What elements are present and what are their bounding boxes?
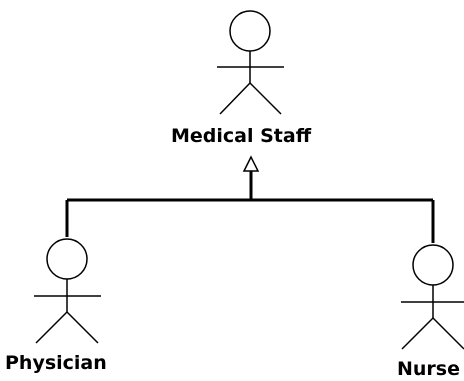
generalization-connector <box>65 155 435 243</box>
actor-left-leg <box>219 82 251 115</box>
actor-right-leg <box>432 317 464 350</box>
actor-medical-staff <box>217 10 284 115</box>
generalization-arrowhead <box>242 155 260 172</box>
actor-head <box>46 238 88 280</box>
actor-head <box>229 10 271 52</box>
actor-physician <box>34 238 101 344</box>
actor-label-physician: Physician <box>5 352 107 374</box>
actor-right-leg <box>249 82 282 115</box>
actor-left-leg <box>401 317 434 350</box>
actor-left-leg <box>35 311 68 344</box>
actor-nurse <box>401 244 464 350</box>
actor-right-leg <box>66 311 99 344</box>
actor-label-medical-staff: Medical Staff <box>171 125 312 147</box>
actor-head <box>412 244 454 286</box>
actor-label-nurse: Nurse <box>397 358 460 380</box>
